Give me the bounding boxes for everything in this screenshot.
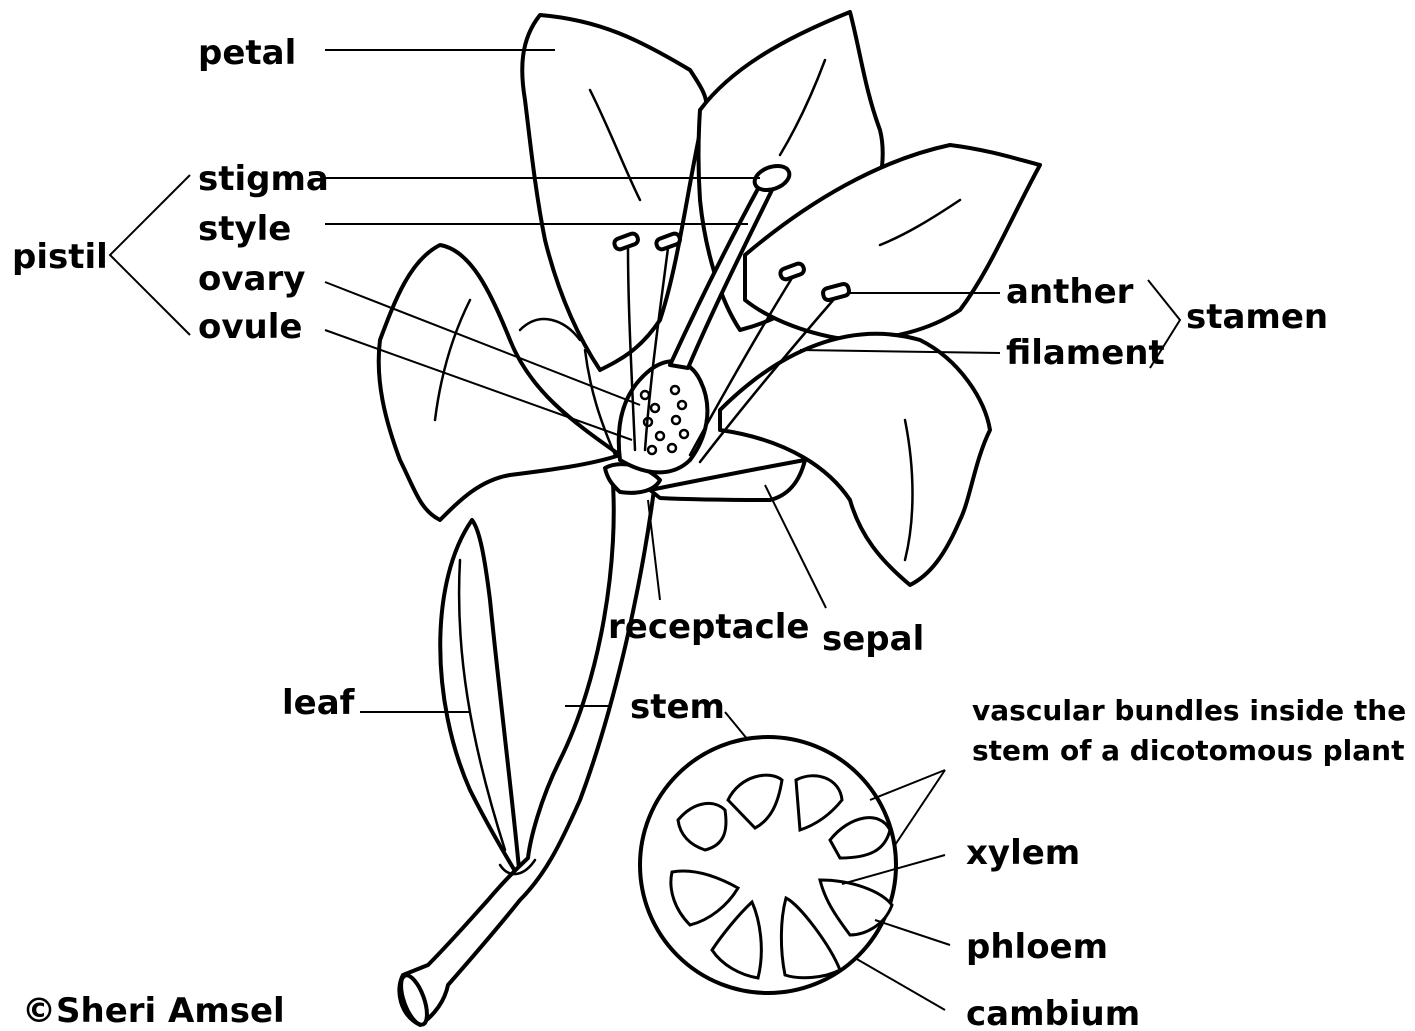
label-cambium: cambium xyxy=(966,994,1140,1031)
label-pistil: pistil xyxy=(12,237,108,277)
label-stamen: stamen xyxy=(1186,297,1328,337)
petal-lower-right xyxy=(720,334,990,585)
label-ovary: ovary xyxy=(198,259,305,299)
leaf-shape xyxy=(440,520,520,880)
label-vascular-line1: vascular bundles inside the xyxy=(972,694,1406,727)
label-ovule: ovule xyxy=(198,307,302,347)
copyright-text: ©Sheri Amsel xyxy=(22,991,285,1031)
label-style: style xyxy=(198,209,291,249)
label-sepal: sepal xyxy=(822,619,924,659)
petal-back-left xyxy=(522,15,706,370)
stem-cross-section xyxy=(640,737,896,993)
label-receptacle: receptacle xyxy=(608,607,809,647)
label-anther: anther xyxy=(1006,272,1134,312)
stem-shape xyxy=(399,470,655,1025)
label-stigma: stigma xyxy=(198,159,329,199)
label-vascular-line2: stem of a dicotomous plant xyxy=(972,734,1404,767)
label-stem: stem xyxy=(630,687,725,727)
label-leaf: leaf xyxy=(282,683,356,723)
label-petal: petal xyxy=(198,33,296,73)
label-xylem: xylem xyxy=(966,833,1080,873)
label-phloem: phloem xyxy=(966,927,1108,967)
label-filament: filament xyxy=(1006,333,1165,373)
